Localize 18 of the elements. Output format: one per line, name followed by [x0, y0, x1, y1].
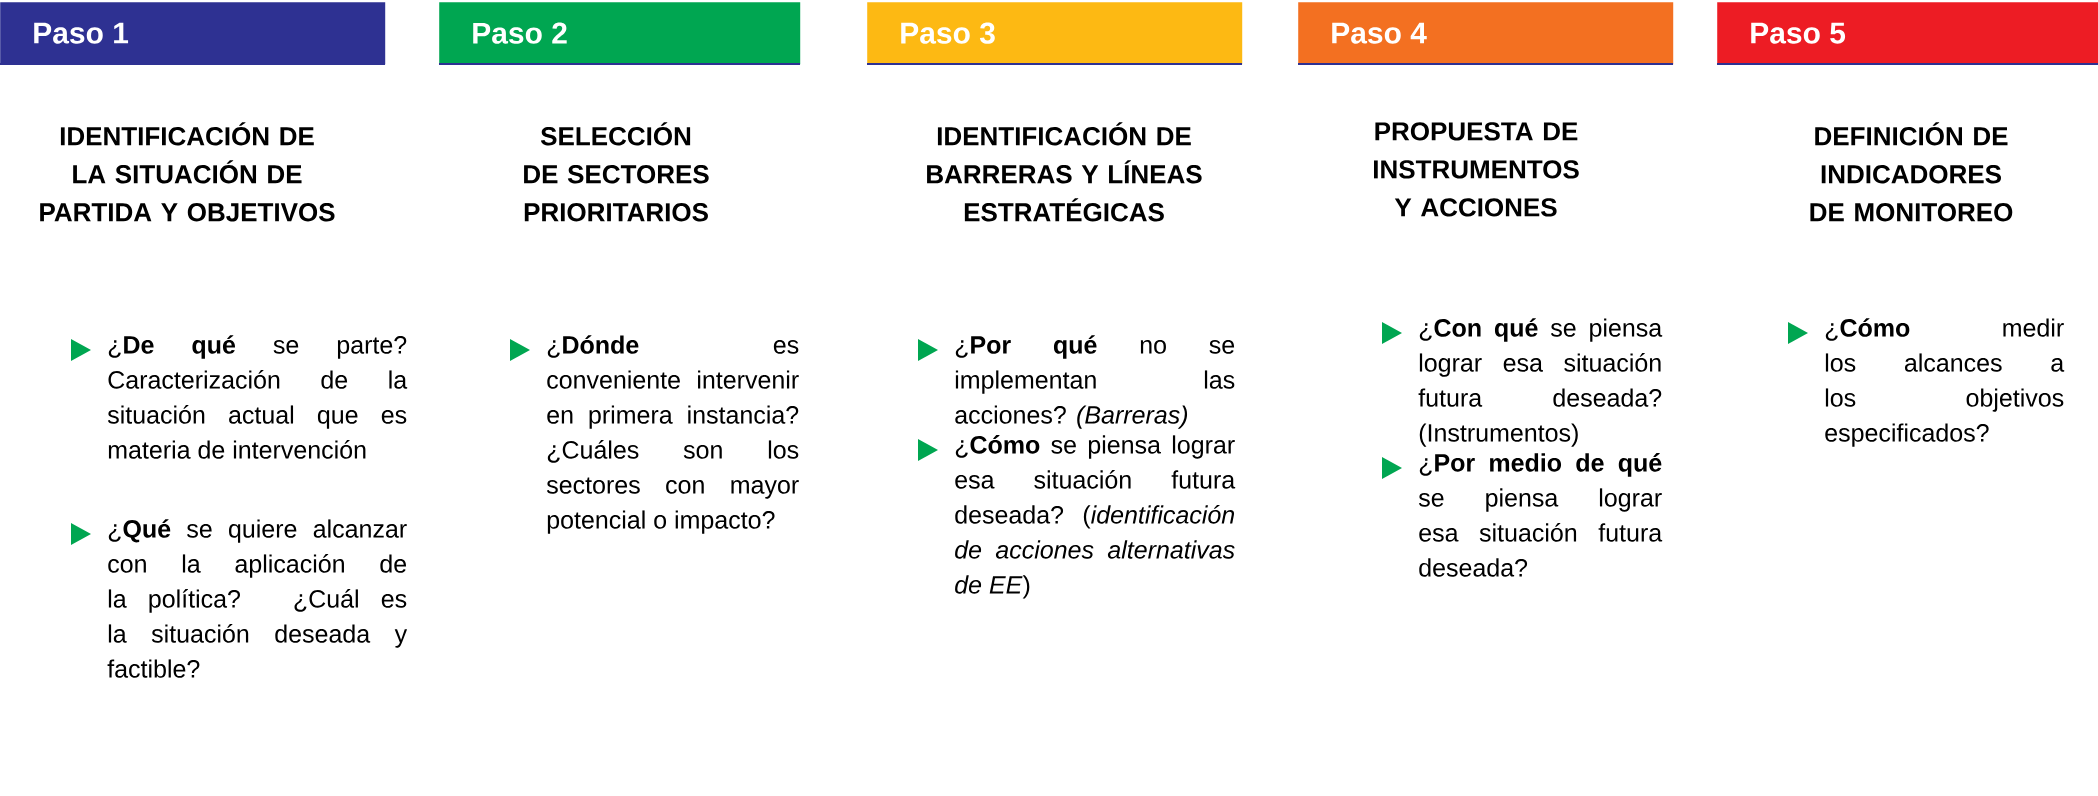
bullet-text: ¿Por medio de qué se piensa lograr esa situación futura deseada?: [1418, 453, 1663, 577]
step-header-band: Paso 4: [1297, 2, 1674, 65]
step-title: IDENTIFICACIÓN DE BARRERAS Y LÍNEAS ESTRATÉGICAS: [927, 122, 1202, 222]
step-title: SELECCIÓN DE SECTORES PRIORITARIOS: [524, 122, 709, 222]
step-header-band: Paso 3: [866, 2, 1243, 65]
bullet-text: ¿Cómo se piensa lograr esa situación futura deseada? (identificación de acciones alternativas de EE): [955, 435, 1236, 599]
step-header-band: Paso 2: [438, 2, 801, 65]
bullet-text: ¿De qué se parte? Caracterización de la situación actual que es materia de intervención: [107, 335, 408, 459]
bullet-text: ¿Cómo medir los alcances a los objetivos especificados?: [1825, 318, 2065, 447]
step-header-band: Paso 1: [0, 2, 386, 65]
step-title: DEFINICIÓN DE INDICADORES DE MONITOREO: [1810, 122, 2013, 222]
bullet-text: ¿Dónde es conveniente intervenir en primera instancia? ¿Cuáles son los sectores con mayor potencial o impacto?: [546, 335, 799, 534]
bullet-text: ¿Qué se quiere alcanzar con la aplicación de la política? ¿Cuál es la situación deseada y factible?: [107, 519, 408, 678]
bullet-text: ¿Por qué no se implementan las acciones? (Barreras): [955, 335, 1235, 429]
step-title: PROPUESTA DE INSTRUMENTOS Y ACCIONES: [1374, 122, 1579, 217]
step-title: IDENTIFICACIÓN DE LA SITUACIÓN DE PARTIDA Y OBJETIVOS: [40, 122, 335, 222]
step-header-band: Paso 5: [1716, 2, 2098, 65]
bullet-text: ¿Con qué se piensa lograr esa situación futura deseada? (Instrumentos): [1418, 318, 1663, 447]
